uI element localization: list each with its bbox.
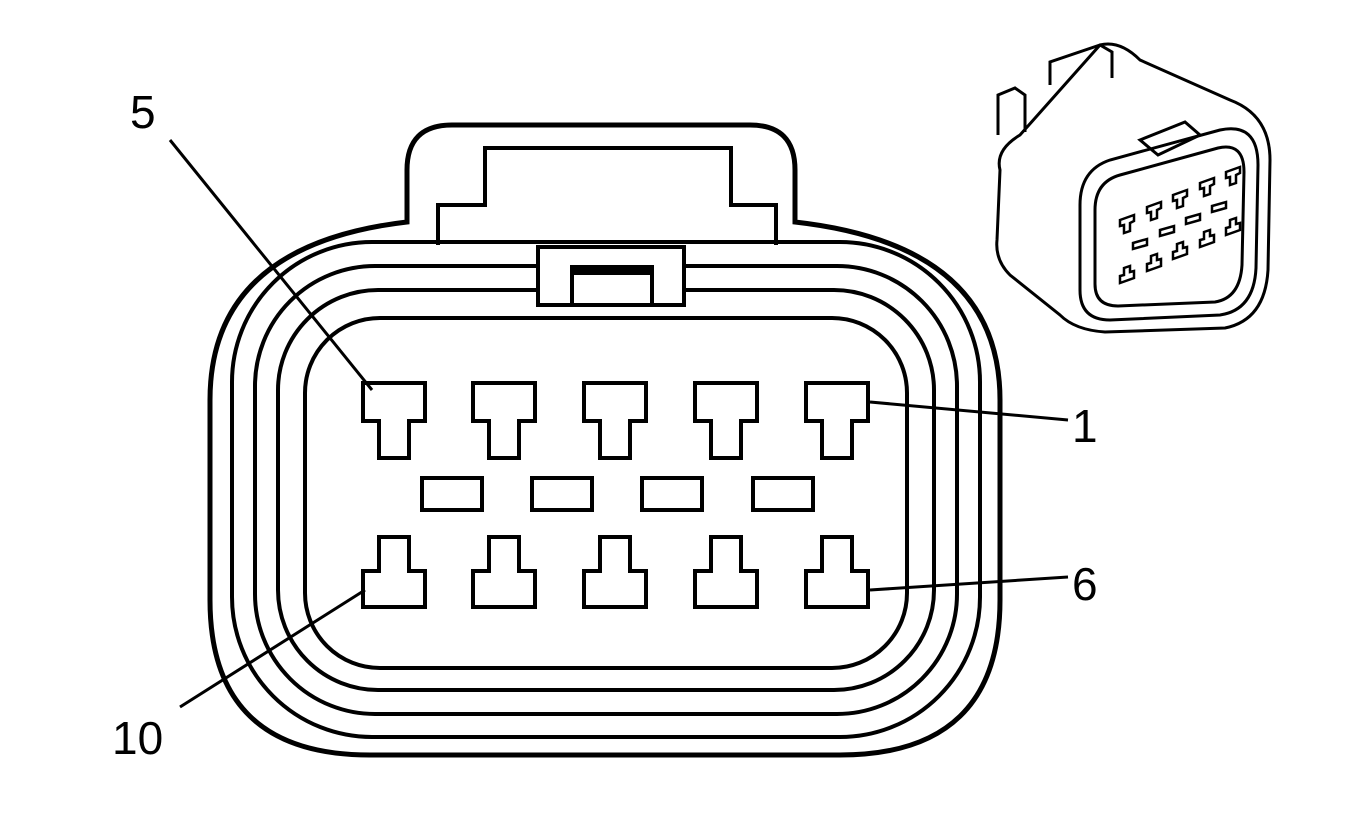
terminal-bottom-1: [361, 535, 427, 609]
terminal-top-5: [804, 381, 870, 460]
callout-lines: [168, 139, 1069, 709]
terminal-bottom-3: [582, 535, 648, 609]
leader-pin-1: [869, 400, 1069, 422]
latch-inner-step: [436, 146, 778, 245]
slot-middle-1: [420, 476, 484, 512]
terminal-group: [361, 381, 870, 609]
terminal-bottom-4: [693, 535, 759, 609]
mini-terminal-bottom-1: [1118, 264, 1136, 285]
terminal-bottom-5: [804, 535, 870, 609]
mini-terminal-top-4: [1198, 176, 1216, 198]
housing-outline: [207, 122, 1003, 758]
terminal-top-1: [361, 381, 427, 460]
mini-slot-1: [1131, 237, 1149, 251]
face-bezel: [1078, 127, 1260, 322]
terminal-top-2: [471, 381, 537, 460]
mini-terminal-top-2: [1145, 200, 1163, 222]
face-inner: [1093, 145, 1246, 308]
face-lock-tab: [1137, 120, 1203, 157]
slot-middle-3: [640, 476, 704, 512]
label-pin-1: 1: [1072, 400, 1098, 452]
leader-pin-10: [179, 588, 366, 709]
lock-window: [536, 245, 686, 307]
mini-terminal-bottom-2: [1145, 252, 1163, 273]
leader-pin-6: [869, 575, 1069, 592]
terminal-top-4: [693, 381, 759, 460]
slot-middle-4: [751, 476, 815, 512]
seal-ring-2: [253, 264, 959, 716]
mini-terminal-top-3: [1171, 188, 1189, 210]
slot-middle-2: [530, 476, 594, 512]
mini-terminal-top-5: [1224, 165, 1242, 187]
body-outline: [995, 42, 1272, 334]
connector-isometric-view: [995, 42, 1272, 334]
mini-terminal-bottom-4: [1198, 228, 1216, 249]
terminal-cavity-border: [303, 316, 909, 670]
mini-slot-4: [1210, 200, 1228, 214]
mini-terminal-bottom-3: [1171, 240, 1189, 261]
terminal-top-3: [582, 381, 648, 460]
seal-ring-1: [230, 240, 982, 739]
mini-terminal-top-1: [1118, 213, 1136, 235]
mini-slot-2: [1158, 224, 1176, 238]
rear-latch: [996, 86, 1027, 135]
seal-ring-3: [276, 288, 936, 692]
leader-pin-5: [168, 139, 374, 391]
mini-slot-3: [1184, 212, 1202, 226]
mini-terminal-bottom-5: [1224, 216, 1242, 237]
label-pin-6: 6: [1072, 558, 1098, 610]
mini-terminal-group: [1118, 165, 1242, 285]
connector-face: [207, 122, 1003, 758]
label-pin-5: 5: [130, 86, 156, 138]
label-pin-10: 10: [112, 712, 163, 764]
terminal-bottom-2: [471, 535, 537, 609]
